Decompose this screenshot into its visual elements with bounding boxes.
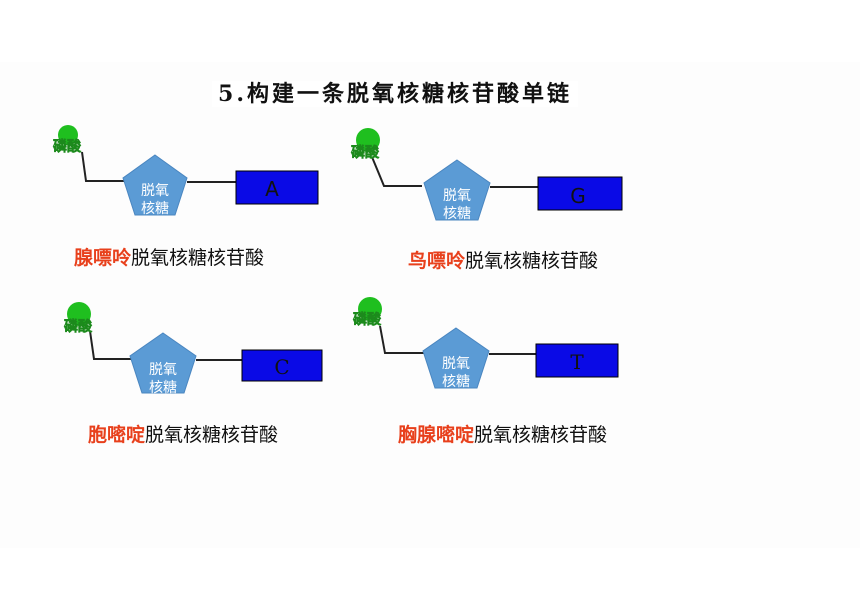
base-box [235, 170, 319, 205]
base-box [535, 343, 619, 378]
phosphate-bond-line [379, 325, 424, 354]
deoxyribose-pentagon [422, 327, 490, 389]
phosphate-label: 磷酸 [64, 318, 93, 335]
sugar-label-line1: 脱氧 [141, 183, 169, 199]
sugar-label-line1: 脱氧 [442, 356, 470, 372]
sugar-label-line2: 核糖 [141, 201, 169, 217]
caption-suffix: 脱氧核糖核苷酸 [145, 424, 279, 446]
phosphate-bond-line [89, 330, 134, 360]
deoxyribose-pentagon [423, 159, 491, 221]
caption-suffix: 脱氧核糖核苷酸 [465, 250, 599, 272]
sugar-label-line2: 核糖 [149, 380, 177, 396]
phosphate-circle [358, 297, 382, 321]
base-letter: A [265, 177, 279, 201]
deoxyribose-pentagon [122, 154, 188, 216]
page-title-text: 5.构建一条脱氧核糖核苷酸单链 [212, 81, 578, 107]
base-box [241, 349, 323, 382]
nucleotide-diagram-g: 磷酸 脱氧 核糖 G [351, 128, 623, 222]
sugar-label-line1: 脱氧 [149, 362, 177, 378]
phosphate-label: 磷酸 [351, 144, 380, 161]
caption-base-name: 胸腺嘧啶 [398, 424, 475, 446]
base-letter: G [570, 184, 586, 208]
phosphate-circle [67, 302, 91, 326]
phosphate-bond-line [81, 151, 130, 182]
caption-adenine: 腺嘌呤脱氧核糖核苷酸 [74, 243, 264, 270]
caption-suffix: 脱氧核糖核苷酸 [474, 424, 608, 446]
sugar-label-line2: 核糖 [443, 206, 471, 222]
phosphate-bond-line [371, 156, 422, 187]
nucleotide-unit-c: 磷酸 脱氧 核糖 C [62, 297, 362, 407]
caption-base-name: 鸟嘌呤 [408, 250, 466, 272]
phosphate-circle [356, 128, 380, 152]
caption-thymine: 胸腺嘧啶脱氧核糖核苷酸 [398, 420, 607, 447]
nucleotide-diagram-a: 磷酸 脱氧 核糖 A [53, 125, 319, 217]
nucleotide-unit-a: 磷酸 脱氧 核糖 A [50, 118, 350, 228]
phosphate-circle [58, 125, 78, 145]
nucleotide-unit-t: 磷酸 脱氧 核糖 T [352, 292, 652, 402]
nucleotide-diagram-c: 磷酸 脱氧 核糖 C [64, 302, 323, 396]
sugar-label-line2: 核糖 [442, 374, 470, 390]
slide-background [0, 62, 860, 548]
caption-cytosine: 胞嘧啶脱氧核糖核苷酸 [88, 420, 278, 447]
caption-suffix: 脱氧核糖核苷酸 [131, 247, 265, 269]
base-letter: C [274, 355, 289, 379]
caption-base-name: 腺嘌呤 [74, 247, 132, 269]
caption-guanine: 鸟嘌呤脱氧核糖核苷酸 [408, 246, 598, 273]
deoxyribose-pentagon [129, 332, 197, 394]
base-box [537, 176, 623, 211]
sugar-label-line1: 脱氧 [443, 188, 471, 204]
page-title: 5.构建一条脱氧核糖核苷酸单链 [0, 76, 790, 108]
base-letter: T [570, 350, 584, 374]
phosphate-label: 磷酸 [53, 138, 82, 155]
nucleotide-diagram-t: 磷酸 脱氧 核糖 T [353, 297, 619, 390]
nucleotide-unit-g: 磷酸 脱氧 核糖 G [350, 123, 650, 233]
phosphate-label: 磷酸 [353, 311, 382, 328]
caption-base-name: 胞嘧啶 [88, 424, 146, 446]
